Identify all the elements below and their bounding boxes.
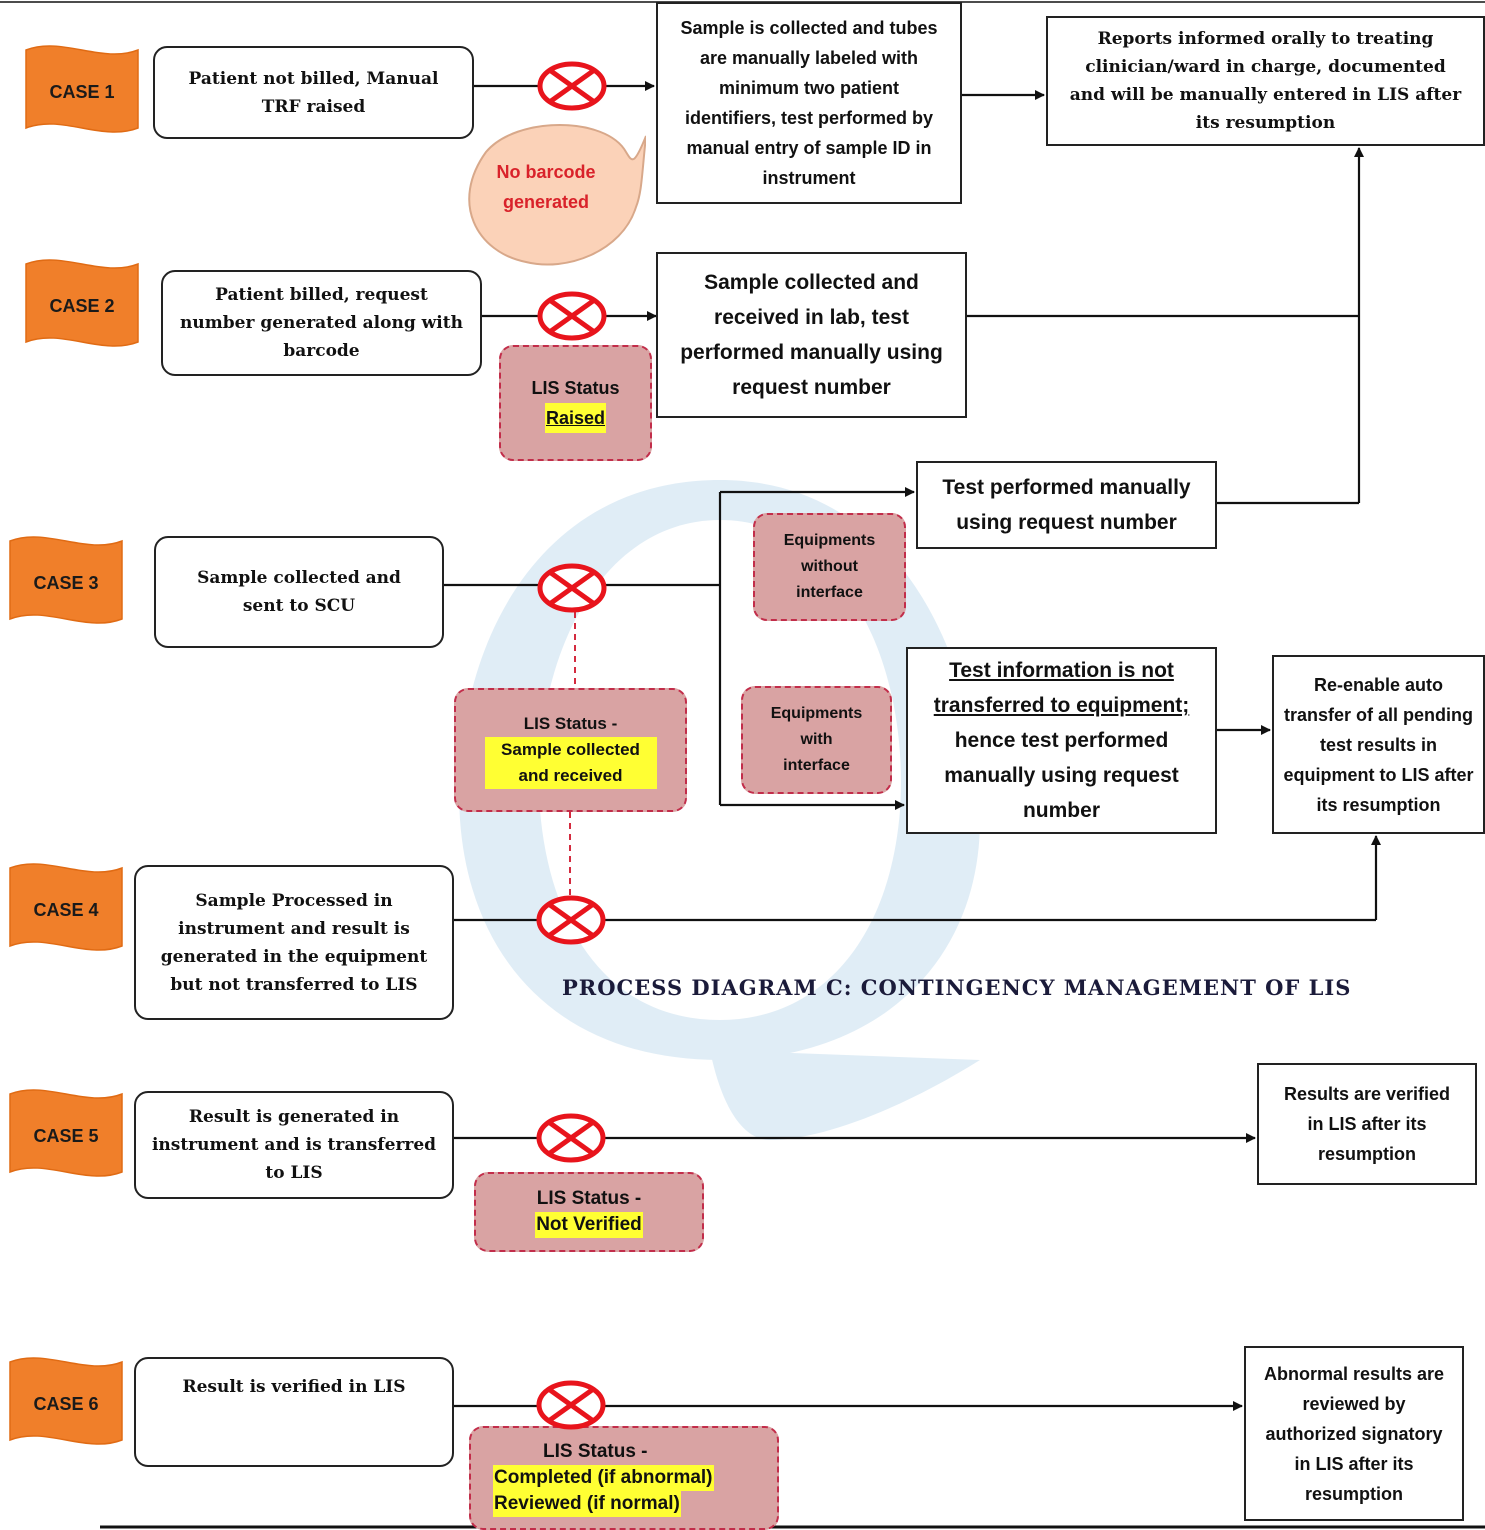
case-2-start-box: Patient billed, request number generated…: [161, 270, 482, 376]
case-5-lis-status: LIS Status - Not Verified: [474, 1172, 704, 1252]
case-1-start-box: Patient not billed, Manual TRF raised: [153, 46, 474, 139]
case-2-flag: CASE 2: [22, 256, 142, 356]
blocked-x-icon: [536, 1380, 606, 1430]
case-4-flag: CASE 4: [6, 860, 126, 960]
case-3-equipment-without-interface: Equipments without interface: [753, 513, 906, 621]
case-3-interface-outcome-box: Re-enable auto transfer of all pending t…: [1272, 655, 1485, 834]
diagram-caption: PROCESS DIAGRAM C: CONTINGENCY MANAGEMEN…: [562, 975, 1352, 1000]
case-5-start-box: Result is generated in instrument and is…: [134, 1091, 454, 1199]
case-3-flag: CASE 3: [6, 533, 126, 633]
case-2-action-box: Sample collected and received in lab, te…: [656, 252, 967, 418]
case-6-outcome-box: Abnormal results are reviewed by authori…: [1244, 1346, 1464, 1521]
case-2-lis-status: LIS Status Raised: [499, 345, 652, 461]
blocked-x-icon: [536, 1113, 606, 1163]
case-3-no-interface-action-box: Test performed manually using request nu…: [916, 461, 1217, 549]
case-6-lis-status: LIS Status - Completed (if abnormal) Rev…: [469, 1426, 779, 1530]
not-transferred-note: Test information is not transferred to e…: [933, 659, 1190, 717]
case-6-flag: CASE 6: [6, 1354, 126, 1454]
case-3-lis-status: LIS Status - Sample collected and receiv…: [454, 688, 687, 812]
watermark-logo-icon: [459, 480, 980, 1140]
case-6-start-box: Result is verified in LIS: [134, 1357, 454, 1467]
case-5-flag: CASE 5: [6, 1086, 126, 1186]
case-3-equipment-with-interface: Equipments with interface: [741, 686, 892, 794]
case-3-start-box: Sample collected and sent to SCU: [154, 536, 444, 648]
case-1-flag: CASE 1: [22, 42, 142, 142]
case-1-action-box: Sample is collected and tubes are manual…: [656, 2, 962, 204]
case-1-outcome-box: Reports informed orally to treating clin…: [1046, 16, 1485, 146]
case-3-interface-action-box: Test information is not transferred to e…: [906, 647, 1217, 834]
blocked-x-icon: [537, 563, 607, 613]
blocked-x-icon: [537, 61, 607, 111]
blocked-x-icon: [537, 291, 607, 341]
case-4-start-box: Sample Processed in instrument and resul…: [134, 865, 454, 1020]
no-barcode-bubble: No barcode generated: [456, 112, 647, 270]
blocked-x-icon: [536, 895, 606, 945]
case-5-outcome-box: Results are verified in LIS after its re…: [1257, 1063, 1477, 1185]
